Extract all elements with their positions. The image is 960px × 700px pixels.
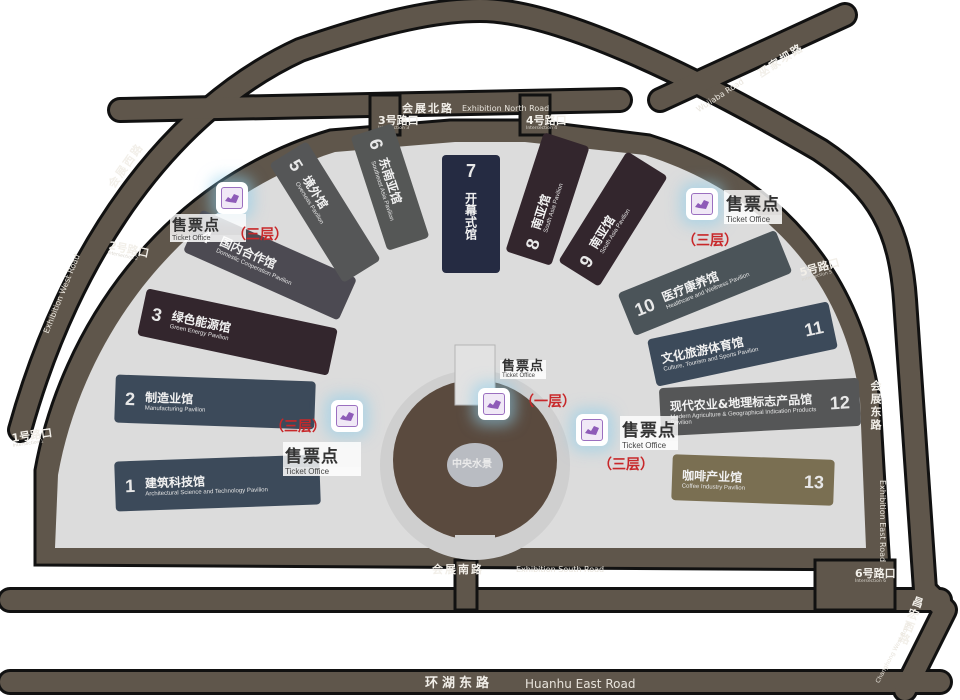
road-south-en: Exhibition South Road [516,565,605,574]
floor-label-nw: （三层） [232,227,288,243]
ticket-icon [578,416,606,444]
pavilion-number: 2 [124,388,136,409]
pavilion-number: 8 [521,236,544,252]
road-east-cn: 会展东路 [869,380,882,432]
floor-label-ne: （三层） [682,233,738,249]
road-south-cn: 会展南路 [432,563,484,576]
floor-label-center-right: （三层） [598,457,654,473]
center-hall [380,344,570,560]
ticket-label-center-top: 售票点 Ticket Office [500,359,547,379]
road-huanhu-en: Huanhu East Road [525,677,636,691]
road-east-en: Exhibition East Road [878,480,887,563]
ticket-icon [218,184,246,212]
pavilion-number: 5 [285,155,308,175]
pavilion-number: 12 [829,391,851,413]
pavilion-number: 10 [631,293,658,320]
ticket-office-center-top[interactable] [480,390,508,418]
ticket-office-nw[interactable]: 售票点 Ticket Office [170,184,246,242]
ticket-icon [688,190,716,218]
pavilion-number: 13 [803,471,825,492]
pavilion-name-cn: 咖啡产业馆 [681,468,743,485]
floor-label-center-top: （一层） [520,394,576,410]
pavilion-number: 9 [574,251,598,271]
ticket-icon [480,390,508,418]
pavilion-number: 11 [802,316,826,341]
road-north-en: Exhibition North Road [462,104,550,113]
pavilion-number: 6 [365,136,388,152]
pavilion-number: 3 [149,303,164,326]
ticket-office-center-left[interactable]: 售票点 Ticket Office [283,402,361,476]
pavilion-number: 1 [124,475,136,496]
pavilion-number: 7 [465,161,476,181]
ticket-icon [333,402,361,430]
pavilion-name-cn: 开幕式馆 [463,192,478,240]
pavilion-name-cn: 制造业馆 [144,390,194,406]
floor-label-center-left: （三层） [270,419,326,435]
pavilion-7[interactable]: 7开幕式馆Ceremonial & Cultural Events Pavili… [442,155,500,273]
road-north-cn: 会展北路 [402,102,454,115]
pavilion-name-en: Manufacturing Pavilion [144,405,206,414]
road-huanhu-cn: 环湖东路 [425,676,494,691]
central-water-feature-label: 中央水景 [452,459,492,470]
